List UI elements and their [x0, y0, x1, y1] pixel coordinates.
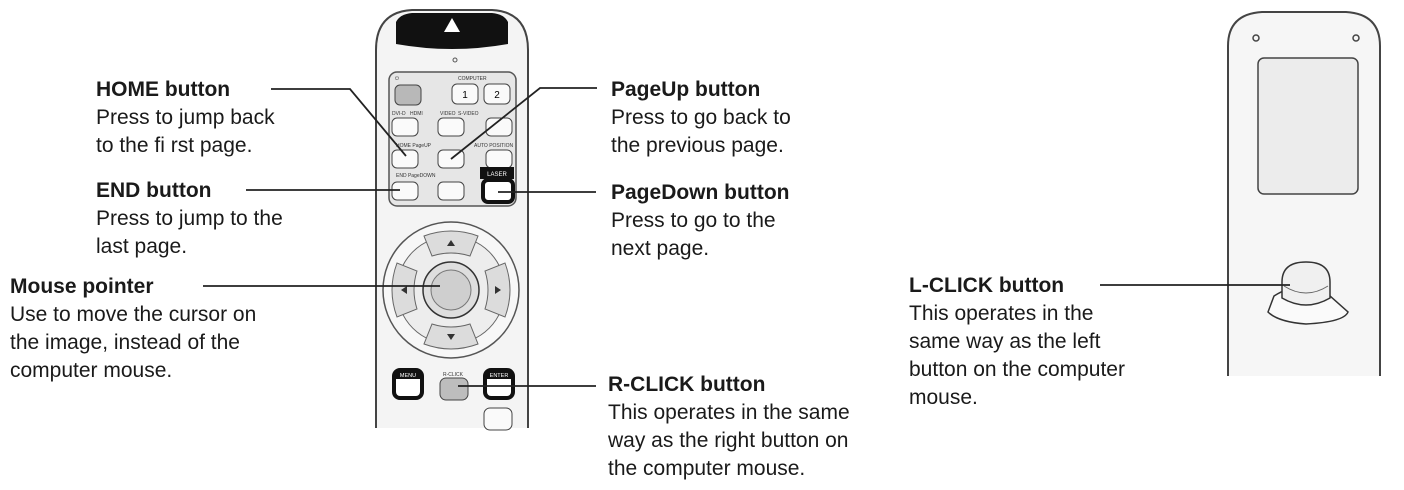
mouse-pointer-center [430, 269, 472, 311]
video-button[interactable] [437, 117, 465, 137]
dvi-label: DVI-D [392, 111, 406, 117]
hdmi-label: HDMI [410, 111, 423, 117]
callout-rclick-desc-1: This operates in the same [608, 401, 850, 424]
callout-end: END button Press to jump to the last pag… [96, 177, 283, 261]
dvi-hdmi-button[interactable] [391, 117, 419, 137]
callout-pageup-desc-2: the previous page. [611, 134, 784, 157]
callout-lclick-title: L-CLICK button [909, 274, 1065, 297]
callout-lclick-desc-1: This operates in the [909, 302, 1094, 325]
callout-pagedown-desc-2: next page. [611, 237, 710, 260]
video-label: VIDEO [440, 111, 456, 117]
callout-rclick: R-CLICK button This operates in the same… [608, 371, 850, 483]
callout-home-desc-1: Press to jump back [96, 106, 275, 129]
auto-position-button[interactable] [485, 149, 513, 169]
leader-home [271, 88, 407, 157]
nav-left-arrow-icon [401, 286, 407, 294]
battery-cover [1257, 57, 1359, 195]
callout-rclick-title: R-CLICK button [608, 373, 766, 396]
callout-home: HOME button Press to jump back to the fi… [96, 76, 275, 160]
remote-back [1227, 11, 1381, 376]
svideo-button[interactable] [485, 117, 513, 137]
callout-mouse-desc-3: computer mouse. [10, 359, 173, 382]
laser-button-label-box [480, 167, 514, 179]
pagedown-button[interactable] [437, 181, 465, 201]
callout-home-title: HOME button [96, 78, 231, 101]
callout-pagedown-title: PageDown button [611, 181, 790, 204]
home-button[interactable] [391, 149, 419, 169]
computer-label: COMPUTER [458, 76, 487, 82]
callout-rclick-desc-3: the computer mouse. [608, 457, 806, 480]
callout-pagedown: PageDown button Press to go to the next … [611, 179, 789, 263]
computer-2-label: 2 [494, 90, 500, 101]
computer-1-button[interactable] [451, 83, 479, 105]
svideo-label: S-VIDEO [458, 111, 479, 117]
end-button[interactable] [391, 181, 419, 201]
callout-mouse: Mouse pointer Use to move the cursor on … [10, 273, 256, 385]
enter-label: ENTER [490, 373, 509, 379]
callout-rclick-desc-2: way as the right button on [608, 429, 849, 452]
callout-end-title: END button [96, 179, 212, 202]
leader-pageup [450, 87, 597, 160]
power-icon: ⏻ [395, 76, 399, 82]
lower-button[interactable] [483, 407, 513, 431]
computer-1-label: 1 [462, 90, 468, 101]
indicator-led [452, 57, 458, 63]
callout-pageup: PageUp button Press to go back to the pr… [611, 76, 791, 160]
callout-end-desc-1: Press to jump to the [96, 207, 283, 230]
callout-home-desc-2: to the fi rst page. [96, 134, 253, 157]
callout-pageup-title: PageUp button [611, 78, 761, 101]
callout-mouse-title: Mouse pointer [10, 275, 154, 298]
laser-indicator-icon [444, 18, 460, 32]
leader-lines [203, 87, 1290, 387]
nav-down-arrow-icon [447, 334, 455, 340]
callout-lclick-desc-3: button on the computer [909, 358, 1125, 381]
lclick-button-top[interactable] [1281, 261, 1331, 306]
laser-button[interactable] [481, 178, 515, 204]
callout-lclick-desc-2: same way as the left [909, 330, 1101, 353]
rclick-button[interactable] [439, 377, 469, 401]
nav-up-arrow-icon [447, 240, 455, 246]
callout-pagedown-desc-1: Press to go to the [611, 209, 776, 232]
callout-lclick: L-CLICK button This operates in the same… [909, 272, 1125, 412]
nav-right-arrow-icon [495, 286, 501, 294]
power-button[interactable] [394, 84, 422, 106]
callout-mouse-desc-2: the image, instead of the [10, 331, 240, 354]
end-pgdown-label: END PageDOWN [396, 173, 436, 179]
back-screw-right [1352, 34, 1360, 42]
rclick-remote-label: R-CLICK [443, 372, 464, 378]
remote-front: ⏻ COMPUTER 1 2 DVI-D HDMI VIDEO S-VIDEO … [375, 9, 529, 431]
callout-mouse-desc-1: Use to move the cursor on [10, 303, 257, 326]
callout-end-desc-2: last page. [96, 235, 188, 258]
lclick-button-shade [1283, 285, 1329, 294]
menu-label: MENU [400, 373, 416, 379]
home-pgup-label: HOME PageUP [396, 143, 432, 149]
laser-label: LASER [487, 172, 507, 178]
back-screw-left [1252, 34, 1260, 42]
auto-position-label: AUTO POSITION [474, 143, 513, 149]
menu-label-box [395, 370, 421, 379]
callout-pageup-desc-1: Press to go back to [611, 106, 791, 129]
enter-label-box [486, 370, 512, 379]
callout-lclick-desc-4: mouse. [909, 386, 978, 409]
computer-2-button[interactable] [483, 83, 511, 105]
